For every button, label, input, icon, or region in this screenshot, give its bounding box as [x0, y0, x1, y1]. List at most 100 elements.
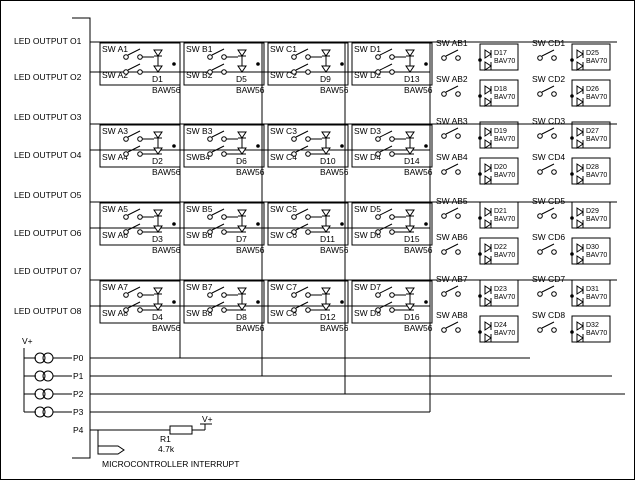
- switch-lever: [541, 127, 555, 135]
- diode-part-label: BAV70: [586, 294, 607, 301]
- switch-contact: [221, 151, 227, 157]
- switch-label: SW D2: [354, 70, 381, 80]
- switch-lever: [295, 63, 309, 71]
- diode-part-label: BAV70: [586, 58, 607, 65]
- junction-dot: [340, 62, 344, 66]
- diode-triangle: [153, 287, 163, 295]
- diode-triangle: [237, 209, 247, 217]
- diode-pair-outline: [571, 157, 611, 185]
- diode-triangle: [237, 225, 247, 233]
- switch-contact: [221, 54, 227, 60]
- switch-lever: [379, 286, 393, 294]
- switch-label: SW A4: [102, 152, 128, 162]
- switch-label: SW A8: [102, 308, 128, 318]
- switch-contact: [537, 327, 543, 333]
- resistor-value: 4.7k: [158, 444, 175, 454]
- port-label: P3: [73, 407, 84, 417]
- output-lines: [90, 41, 617, 307]
- diode-label: D4: [152, 312, 163, 322]
- diode-triangle: [576, 49, 584, 59]
- diode-pair-outline: [571, 279, 611, 307]
- diode-label: D8: [236, 312, 247, 322]
- switch-label: SW D4: [354, 152, 381, 162]
- diode-part-label: BAW56: [152, 85, 181, 95]
- resistor-supply: V+: [202, 414, 213, 424]
- junction-dot: [256, 144, 260, 148]
- switch-contact: [137, 69, 143, 75]
- diode-part-label: BAW56: [320, 245, 349, 255]
- diode-triangle: [576, 297, 584, 307]
- switch-label: SW AB7: [436, 274, 468, 284]
- switch-contact: [551, 249, 557, 255]
- diode-pair-outline: [571, 79, 611, 107]
- switch-lever: [445, 243, 459, 251]
- switch-lever: [445, 285, 459, 293]
- switch-lever: [127, 301, 141, 309]
- diode-triangle: [237, 303, 247, 311]
- junction-dot: [424, 300, 428, 304]
- cell-outline: [351, 42, 433, 86]
- led-output-label: LED OUTPUT O2: [14, 72, 82, 82]
- switch-contact: [455, 327, 461, 333]
- switch-contact: [291, 229, 297, 235]
- switch-contact: [455, 169, 461, 175]
- diode-triangle: [405, 209, 415, 217]
- diode-pair-outline: [571, 121, 611, 149]
- diode-label: D22: [494, 244, 507, 251]
- diode-triangle: [576, 219, 584, 229]
- diode-part-label: BAV70: [586, 330, 607, 337]
- switch-lever: [295, 130, 309, 138]
- diode-label: D26: [586, 86, 599, 93]
- switch-lever: [379, 48, 393, 56]
- switch-contact: [375, 136, 381, 142]
- led-output-labels: LED OUTPUT O1 LED OUTPUT O2 LED OUTPUT O…: [14, 36, 82, 316]
- diode-label: D25: [586, 50, 599, 57]
- diode-label: D17: [494, 50, 507, 57]
- diode-triangle: [484, 207, 492, 217]
- diode-triangle: [237, 49, 247, 57]
- switch-lever: [541, 163, 555, 171]
- switch-contact: [137, 151, 143, 157]
- junction-dot: [570, 294, 574, 298]
- switch-label: SW CD4: [532, 152, 565, 162]
- cell-outline: [267, 124, 349, 168]
- diode-triangle: [576, 207, 584, 217]
- switch-label: SW CD8: [532, 310, 565, 320]
- diode-pair-outline: [479, 201, 519, 229]
- cell-outline: [351, 280, 433, 324]
- diode-part-label: BAV70: [494, 252, 515, 259]
- switch-contact: [389, 307, 395, 313]
- switch-contact: [305, 151, 311, 157]
- switch-label: SW C7: [270, 282, 297, 292]
- diode-triangle: [321, 225, 331, 233]
- diode-triangle: [484, 61, 492, 71]
- switch-lever: [541, 85, 555, 93]
- switch-label: SW B5: [186, 204, 213, 214]
- diode-part-label: BAW56: [236, 245, 265, 255]
- switch-contact: [441, 55, 447, 61]
- switch-label: SW A2: [102, 70, 128, 80]
- diode-triangle: [405, 287, 415, 295]
- diode-part-label: BAW56: [404, 245, 433, 255]
- switch-label: SW A5: [102, 204, 128, 214]
- diode-triangle: [484, 321, 492, 331]
- diode-triangle: [153, 303, 163, 311]
- switch-lever: [127, 223, 141, 231]
- diode-label: D1: [152, 74, 163, 84]
- diode-triangle: [484, 127, 492, 137]
- junction-dot: [478, 58, 482, 62]
- junction-dot: [172, 300, 176, 304]
- junction-dot: [340, 300, 344, 304]
- switch-lever: [379, 63, 393, 71]
- diode-pair-outline: [479, 43, 519, 71]
- diode-triangle: [576, 139, 584, 149]
- port-label: P1: [73, 371, 84, 381]
